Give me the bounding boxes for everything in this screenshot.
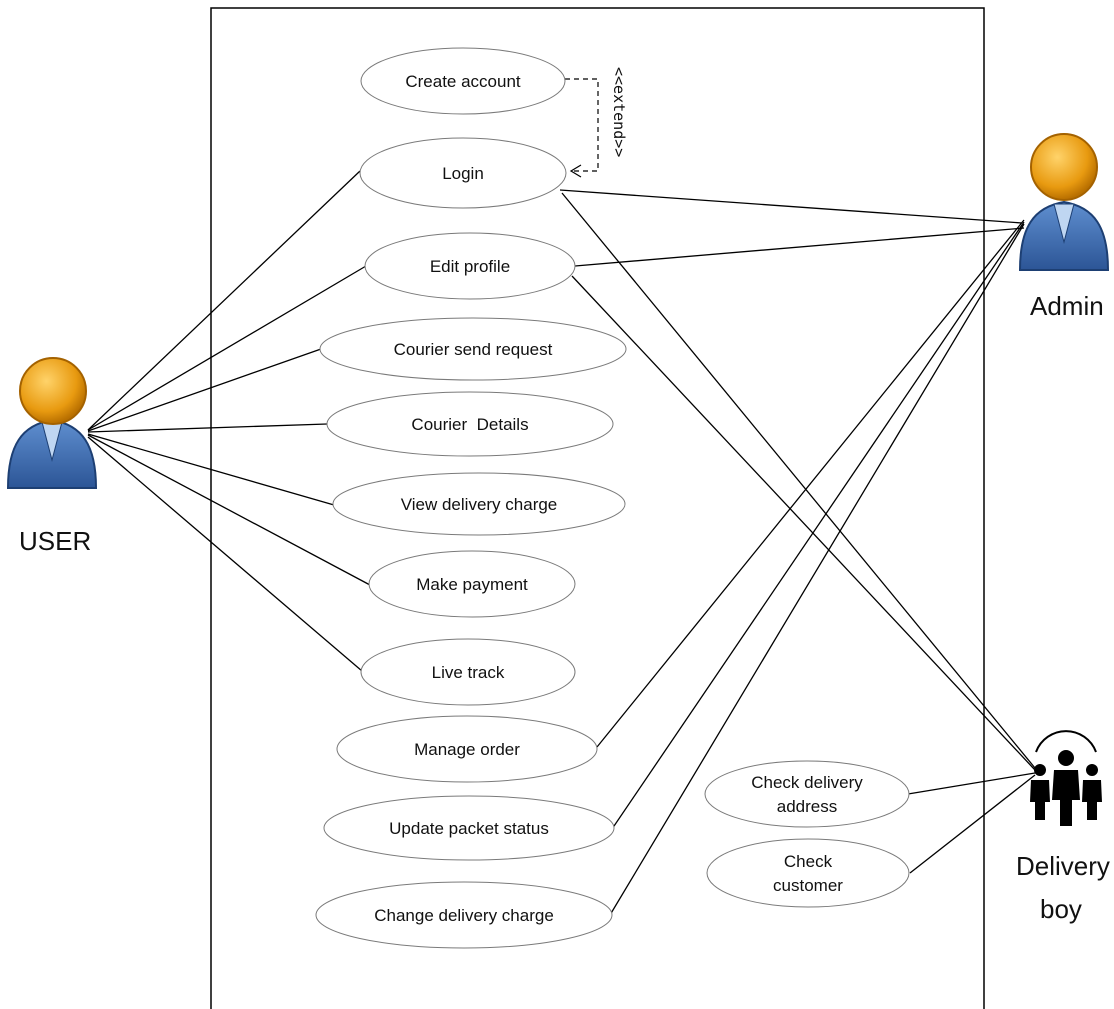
- use-case-label: Make payment: [416, 575, 528, 594]
- use-case-ellipse: [360, 638, 576, 706]
- use-case-label: View delivery charge: [401, 495, 558, 514]
- use-case-label: Check: [784, 852, 833, 871]
- assoc-user-make-payment: [87, 434, 371, 586]
- extend-label: <<extend>>: [610, 67, 628, 157]
- use-case-ellipse: [364, 232, 576, 300]
- use-case-login[interactable]: Login: [359, 137, 567, 209]
- use-case-ellipse: [336, 715, 598, 783]
- assoc-admin-manage-order: [596, 219, 1025, 748]
- assoc-user-login: [87, 170, 361, 431]
- assoc-admin-login: [559, 189, 1023, 224]
- use-case-label: Edit profile: [430, 257, 510, 276]
- use-case-label: customer: [773, 876, 843, 895]
- assoc-user-courier-send: [87, 348, 322, 432]
- use-case-label: Check delivery: [751, 773, 863, 792]
- use-case-change-delivery-charge[interactable]: Change delivery charge: [315, 881, 613, 949]
- use-case-ellipse: [319, 317, 627, 381]
- assoc-delivery-check-address: [907, 772, 1036, 795]
- system-boundary: [210, 7, 985, 1009]
- use-case-ellipse: [368, 550, 576, 618]
- use-case-update-packet-status[interactable]: Update packet status: [323, 795, 615, 861]
- delivery-actor-label-line2: boy: [1040, 894, 1082, 924]
- delivery-boy-actor[interactable]: Delivery boy: [1016, 730, 1110, 924]
- admin-actor-icon: [1018, 133, 1110, 271]
- use-case-ellipse: [326, 391, 614, 457]
- use-case-manage-order[interactable]: Manage order: [336, 715, 598, 783]
- use-case-check-customer[interactable]: Check customer: [706, 838, 910, 908]
- use-case-label: Courier Details: [411, 415, 528, 434]
- use-case-make-payment[interactable]: Make payment: [368, 550, 576, 618]
- use-case-courier-details[interactable]: Courier Details: [326, 391, 614, 457]
- use-case-live-track[interactable]: Live track: [360, 638, 576, 706]
- admin-actor-label: Admin: [1030, 291, 1104, 321]
- use-case-label: Login: [442, 164, 484, 183]
- use-case-check-delivery-address[interactable]: Check delivery address: [704, 760, 910, 828]
- delivery-group-icon: [1030, 730, 1102, 826]
- use-case-label: Create account: [405, 72, 521, 91]
- assoc-user-edit-profile: [87, 265, 367, 431]
- use-case-create-account[interactable]: Create account: [360, 47, 566, 115]
- user-actor[interactable]: USER: [6, 357, 98, 556]
- assoc-delivery-login: [561, 192, 1036, 769]
- use-case-ellipse: [315, 881, 613, 949]
- assoc-user-view-charge: [87, 433, 335, 506]
- association-lines: [87, 170, 1036, 916]
- assoc-delivery-edit-profile: [571, 275, 1036, 771]
- assoc-user-live-track: [87, 436, 363, 672]
- use-case-courier-send-request[interactable]: Courier send request: [319, 317, 627, 381]
- use-case-ellipse: [332, 472, 626, 536]
- assoc-admin-update-status: [611, 221, 1025, 830]
- use-case-ellipse: [360, 47, 566, 115]
- assoc-admin-change-charge: [609, 223, 1025, 916]
- assoc-delivery-check-customer: [909, 774, 1036, 874]
- use-case-edit-profile[interactable]: Edit profile: [364, 232, 576, 300]
- use-case-view-delivery-charge[interactable]: View delivery charge: [332, 472, 626, 536]
- assoc-user-courier-details: [87, 423, 328, 433]
- user-actor-label: USER: [19, 526, 91, 556]
- use-case-label: Courier send request: [394, 340, 553, 359]
- use-case-label: Live track: [432, 663, 505, 682]
- admin-actor[interactable]: Admin: [1018, 133, 1110, 321]
- use-case-ellipse: [706, 838, 910, 908]
- use-case-label: address: [777, 797, 837, 816]
- use-case-ellipse: [359, 137, 567, 209]
- assoc-admin-edit-profile: [574, 227, 1025, 267]
- use-case-label: Change delivery charge: [374, 906, 554, 925]
- use-case-ellipse: [704, 760, 910, 828]
- delivery-actor-label-line1: Delivery: [1016, 851, 1110, 881]
- extend-relationship: <<extend>>: [565, 67, 628, 178]
- use-case-label: Manage order: [414, 740, 520, 759]
- user-actor-icon: [6, 357, 98, 489]
- use-case-ellipse: [323, 795, 615, 861]
- use-case-label: Update packet status: [389, 819, 549, 838]
